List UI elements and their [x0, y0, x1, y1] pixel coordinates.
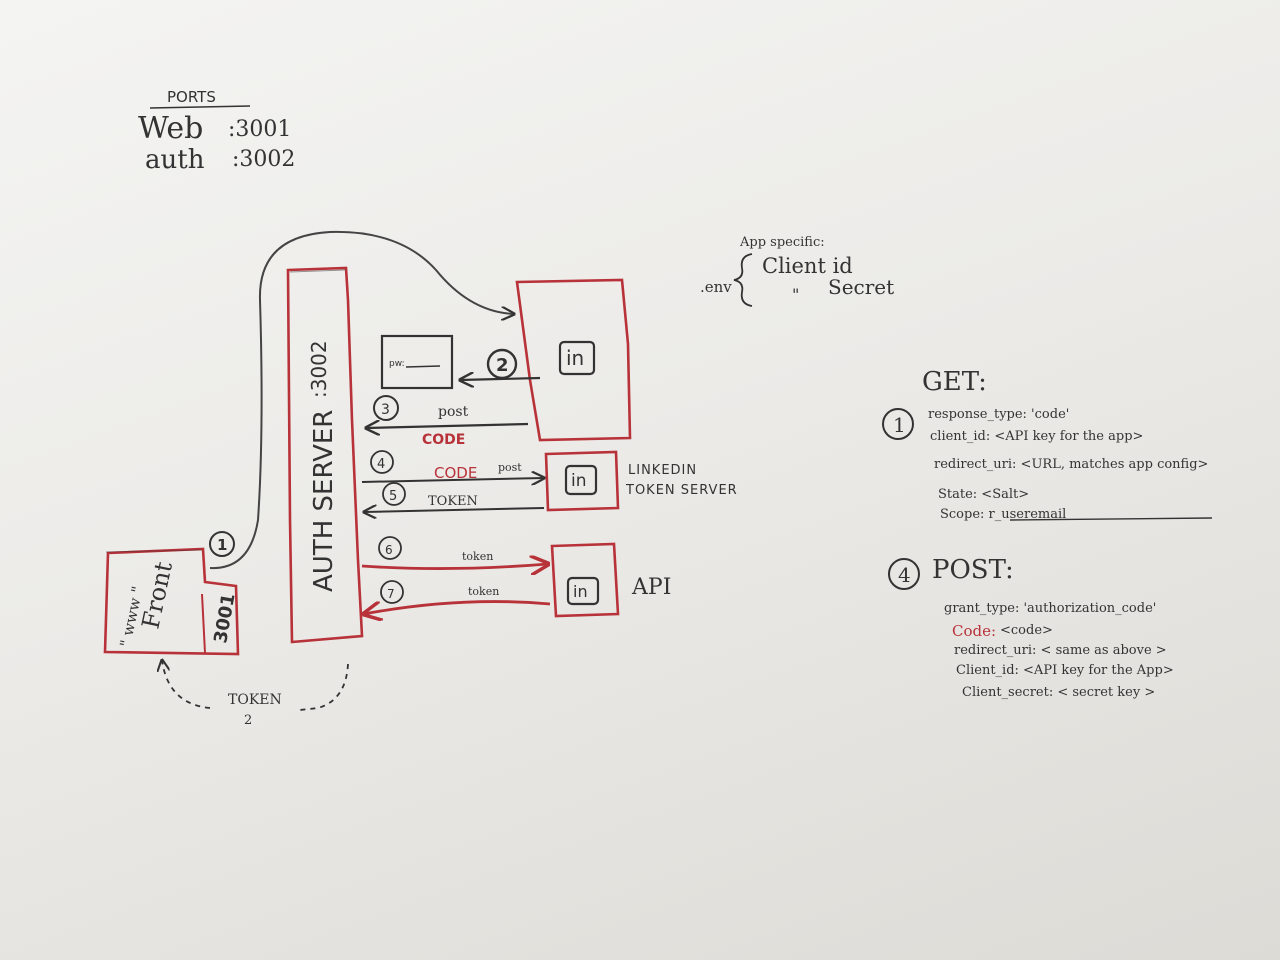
step6-circle	[378, 536, 402, 560]
step7-arrow	[364, 600, 551, 614]
get-line5: Scope: r_useremail	[940, 507, 1066, 522]
frontend-box: Front " www " 3001	[103, 547, 240, 656]
step2-circle	[486, 348, 518, 380]
ports-section: PORTS Web :3001 auth :3002	[138, 88, 295, 175]
step4-post: post	[498, 461, 522, 474]
get-line2: client_id: <API key for the app>	[930, 429, 1143, 444]
env-client-id: Client id	[762, 254, 853, 278]
step4-circle	[370, 450, 394, 474]
post-line2-val: <code>	[1000, 623, 1053, 638]
step1-num: 1	[217, 536, 227, 554]
get-request-notes: GET: 1 response_type: 'code' client_id: …	[882, 367, 1213, 522]
ports-underline	[149, 105, 251, 109]
step4-num: 4	[377, 457, 385, 472]
auth-server-label: AUTH SERVER	[309, 410, 339, 592]
get-step-circle	[882, 408, 914, 440]
ports-auth-label: auth	[145, 145, 205, 175]
step5-circle	[382, 482, 406, 506]
post-line1: grant_type: 'authorization_code'	[944, 601, 1156, 616]
token-server-label-1: LINKEDIN	[628, 463, 697, 478]
step1-circle	[209, 531, 235, 557]
step4-arrow	[361, 478, 544, 482]
ports-title: PORTS	[167, 88, 216, 106]
login-box: pw:	[380, 334, 454, 390]
token-server-logo-text: in	[571, 471, 587, 491]
step6-arrow	[361, 564, 548, 569]
step6-num: 6	[385, 543, 393, 557]
api-logo-text: in	[573, 582, 588, 601]
post-step-circle	[888, 558, 920, 590]
post-title: POST:	[932, 555, 1014, 585]
step7-token: token	[468, 585, 499, 598]
auth-server-port: :3002	[307, 340, 331, 398]
get-underline	[1009, 517, 1213, 521]
ports-web-port: :3001	[228, 117, 291, 142]
post-request-notes: 4 POST: grant_type: 'authorization_code'…	[888, 555, 1174, 700]
step5-arrow	[364, 508, 545, 512]
get-line4: State: <Salt>	[938, 487, 1029, 502]
get-step-num: 1	[893, 413, 906, 437]
post-line3: redirect_uri: < same as above >	[954, 643, 1167, 658]
step7-circle	[380, 580, 404, 604]
env-prefix: .env	[700, 278, 732, 296]
step3-arrow	[366, 424, 529, 428]
step5-num: 5	[389, 489, 397, 504]
token2-arrow	[162, 660, 349, 711]
linkedin-login-box: in	[515, 278, 632, 442]
env-heading: App specific:	[739, 235, 825, 250]
step3-circle	[373, 395, 399, 421]
post-line5: Client_secret: < secret key >	[962, 685, 1155, 700]
step2-num: 2	[496, 355, 509, 376]
step3-post: post	[438, 404, 469, 420]
step5-token: TOKEN	[428, 494, 478, 509]
step3-code: CODE	[422, 432, 465, 448]
token-server-label-2: TOKEN SERVER	[625, 483, 738, 498]
env-section: App specific: .env Client id " Secret	[700, 235, 894, 307]
post-step-num: 4	[898, 563, 911, 587]
linkedin-logo-text: in	[566, 346, 584, 370]
step6-token: token	[462, 550, 493, 563]
token2-label: TOKEN	[228, 692, 282, 708]
api-box: in API	[550, 542, 671, 618]
auth-server-box: AUTH SERVER :3002	[286, 266, 364, 644]
env-brace	[733, 253, 753, 307]
token2-num: 2	[244, 713, 252, 728]
get-title: GET:	[922, 367, 987, 397]
post-line2-key: Code:	[952, 622, 996, 640]
step1-arrow	[209, 230, 514, 570]
ports-web-label: Web	[138, 111, 203, 146]
ports-auth-port: :3002	[232, 147, 295, 172]
api-label: API	[631, 575, 671, 600]
linkedin-token-server-box: in LINKEDIN TOKEN SERVER	[544, 450, 738, 512]
frontend-port: 3001	[210, 592, 239, 645]
step4-code: CODE	[434, 464, 477, 482]
step7-num: 7	[387, 587, 395, 601]
get-line3: redirect_uri: <URL, matches app config>	[934, 457, 1208, 472]
linkedin-logo	[558, 340, 596, 376]
post-line4: Client_id: <API key for the App>	[956, 663, 1174, 678]
env-ditto: "	[792, 285, 799, 304]
api-logo	[566, 576, 600, 606]
get-line1: response_type: 'code'	[928, 407, 1069, 422]
step3-num: 3	[381, 402, 390, 418]
token-server-logo	[564, 464, 598, 496]
env-secret: Secret	[828, 275, 894, 299]
login-field-label: pw:	[389, 359, 405, 369]
